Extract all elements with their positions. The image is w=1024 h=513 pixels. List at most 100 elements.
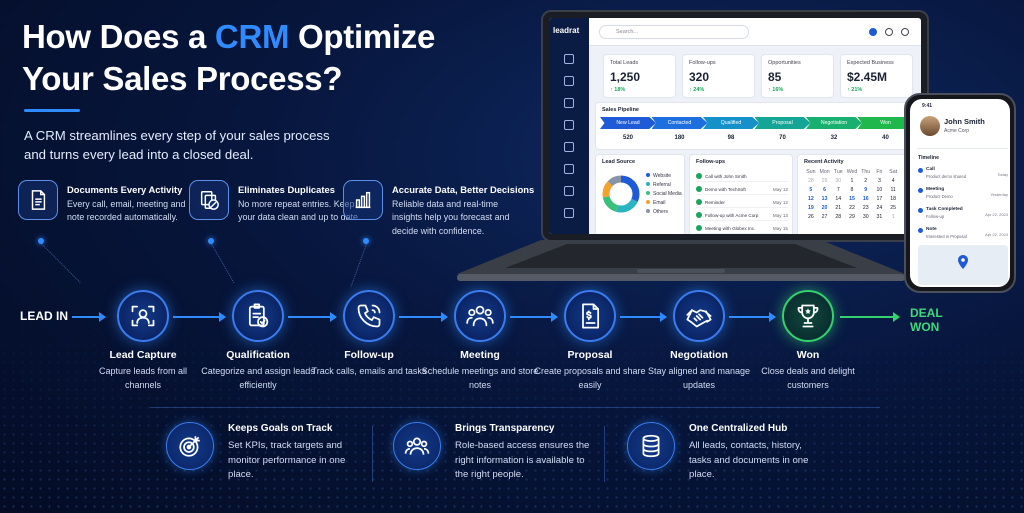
cal-date: 10 [876, 187, 883, 193]
cal-date: 11 [890, 187, 896, 193]
people-icon [466, 305, 494, 327]
map-preview[interactable] [918, 245, 1008, 285]
legend-item: Social Media [646, 191, 682, 197]
followups-card: Follow-ups Call with John Smith Demo wit… [689, 154, 793, 234]
stage-title: Negotiation [670, 349, 728, 361]
feature-desc: No more repeat entries. Keep your data c… [238, 199, 361, 223]
followup-item[interactable]: Demo with TechSoft May 12 [696, 184, 788, 195]
feature-desc: All leads, contacts, history, tasks and … [689, 440, 809, 481]
stage-desc: Close deals and delight customers [761, 366, 855, 390]
map-pin-icon [958, 255, 968, 269]
pipeline-stage[interactable]: New Lead [600, 117, 656, 129]
contact-name: John Smith [944, 117, 985, 126]
cal-date: 18 [890, 196, 897, 202]
kpi-card[interactable]: Follow-ups 320 ↑ 24% [682, 54, 755, 98]
nav-icon[interactable] [564, 142, 574, 152]
pipeline-stage[interactable]: Won [857, 117, 914, 129]
followup-item[interactable]: Call with John Smith [696, 171, 788, 182]
timeline-dot [918, 168, 923, 173]
followup-item[interactable]: Follow-up with Acme Corp May 13 [696, 210, 788, 221]
legend-item: Referral [646, 182, 671, 188]
contact-tabs[interactable] [918, 141, 1008, 149]
cal-date: 29 [849, 214, 855, 220]
cal-date: 29 [821, 178, 828, 184]
pipeline-arrow [288, 312, 337, 322]
pipeline-stage[interactable]: Negotiation [806, 117, 862, 129]
nav-icon[interactable] [564, 120, 574, 130]
kpi-card[interactable]: Total Leads 1,250 ↑ 18% [603, 54, 676, 98]
pipeline-arrow [729, 312, 776, 322]
connector-line [41, 243, 81, 283]
legend-item: Website [646, 173, 671, 179]
page-title: How Does a CRM Optimize Your Sales Proce… [22, 18, 436, 97]
cal-date: 20 [821, 205, 828, 211]
pipeline-arrow-final [840, 312, 900, 322]
nav-icon[interactable] [564, 208, 574, 218]
search-input[interactable]: Search... [599, 25, 749, 39]
cal-date: 1 [850, 178, 854, 184]
feature-desc: Every call, email, meeting and note reco… [67, 199, 186, 223]
card-title: Lead Source [602, 159, 636, 165]
kpi-value: 1,250 [610, 70, 641, 84]
notification-icon[interactable] [869, 28, 877, 36]
connector-line [211, 243, 235, 283]
laptop-keyboard [457, 240, 905, 281]
kpi-label: Expected Business [847, 60, 894, 66]
cal-date: 13 [821, 196, 828, 202]
cal-date: 1 [891, 214, 895, 220]
cal-date: 26 [807, 214, 814, 220]
cal-date: 21 [835, 205, 842, 211]
pipeline-stage[interactable]: Contacted [651, 117, 708, 129]
stage-desc: Create proposals and share easily [534, 366, 646, 390]
phone-mockup: 9:41 John Smith Acme Corp Timeline Call … [904, 93, 1016, 293]
cal-date: 23 [862, 205, 869, 211]
kpi-card[interactable]: Opportunities 85 ↑ 16% [761, 54, 834, 98]
card-title: Sales Pipeline [602, 107, 639, 113]
nav-icon[interactable] [564, 54, 574, 64]
stage-desc: Categorize and assign leads efficiently [201, 366, 315, 390]
cal-date: 19 [807, 205, 814, 211]
legend-item: Email [646, 200, 666, 206]
timeline-dot [918, 208, 923, 213]
kpi-value: 85 [768, 70, 782, 84]
feature-title: One Centralized Hub [689, 423, 788, 434]
pipeline-count: 98 [727, 135, 735, 141]
stage-title: Lead Capture [109, 349, 177, 361]
followup-item[interactable]: Meeting with Globex Inc. May 15 [696, 223, 788, 234]
gear-icon[interactable] [885, 28, 893, 36]
divider [372, 426, 373, 482]
title-underline [24, 109, 80, 112]
kpi-change: ↑ 21% [847, 87, 863, 93]
followup-item[interactable]: Reminder May 12 [696, 197, 788, 208]
lead-source-donut [602, 175, 640, 213]
pipeline-count: 520 [622, 135, 633, 141]
avatar [920, 116, 940, 136]
nav-icon[interactable] [564, 76, 574, 86]
donut-slice [602, 175, 640, 213]
pipeline-count: 40 [882, 135, 889, 141]
check-icon [696, 212, 702, 218]
cal-day: Tue [833, 169, 843, 175]
stage-qualification [232, 290, 284, 342]
cal-date: 30 [835, 178, 842, 184]
kpi-change: ↑ 16% [768, 87, 784, 93]
nav-icon[interactable] [564, 98, 574, 108]
cal-day: Sun [806, 169, 816, 175]
cal-date: 25 [890, 205, 897, 211]
pipeline-stage[interactable]: Qualified [703, 117, 759, 129]
proposal-icon [582, 303, 600, 329]
feature-title: Accurate Data, Better Decisions [392, 184, 535, 195]
cal-date: 3 [877, 178, 881, 184]
pipeline-stage[interactable]: Proposal [754, 117, 811, 129]
kpi-value: $2.45M [847, 70, 888, 84]
nav-icon[interactable] [564, 186, 574, 196]
kpi-card[interactable]: Expected Business $2.45M ↑ 21% [840, 54, 913, 98]
stage-desc: Stay aligned and manage updates [647, 366, 751, 390]
help-icon[interactable] [901, 28, 909, 36]
database-icon [627, 422, 675, 470]
nav-icon[interactable] [564, 164, 574, 174]
timeline-label: Timeline [918, 155, 939, 161]
